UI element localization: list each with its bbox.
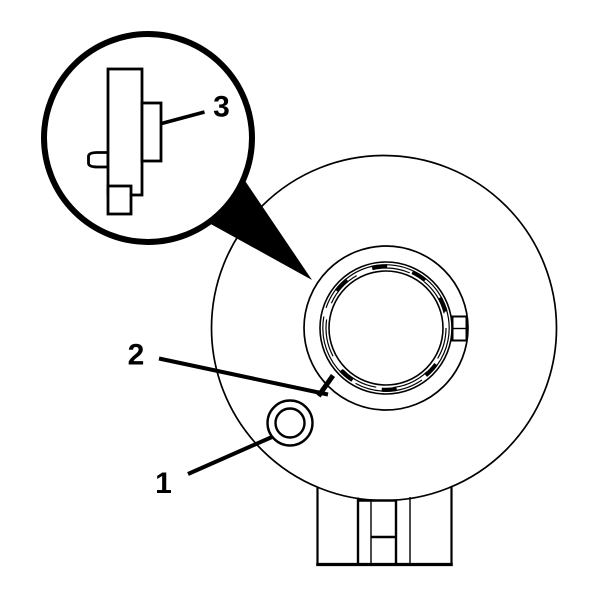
callout-1-leader-line <box>187 435 273 476</box>
line-art-root: 1 2 <box>41 31 558 567</box>
port-circle <box>266 399 314 447</box>
connector-lock-tab <box>140 101 163 163</box>
callout-3-leader-line <box>161 110 205 126</box>
ring-lug <box>424 363 438 377</box>
ring-lug <box>371 264 388 270</box>
bottom-connector <box>316 486 453 567</box>
callout-1: 1 <box>155 435 273 500</box>
callout-3: 3 <box>161 91 230 126</box>
ring-lug <box>339 368 354 382</box>
retaining-ring <box>303 245 469 411</box>
ring-outer-circle <box>303 245 469 411</box>
callout-3-label: 3 <box>213 91 230 124</box>
connector-left-pin <box>87 151 110 169</box>
connector-body <box>106 67 144 197</box>
bubble-pointer-triangle <box>208 181 312 280</box>
ring-lug <box>381 386 398 392</box>
callout-2-leader-line <box>158 356 329 397</box>
connector-bottom-foot <box>106 184 133 216</box>
main-body-circle <box>210 154 558 502</box>
ring-lug <box>334 278 349 293</box>
detail-bubble: 3 <box>41 31 312 280</box>
callout-2-end-tick <box>316 374 336 398</box>
callout-2: 2 <box>128 339 336 398</box>
ring-lug <box>437 296 448 313</box>
port-inner-circle <box>274 407 306 439</box>
connector-side-view <box>87 67 163 216</box>
ring-lug <box>411 270 427 282</box>
callout-1-label: 1 <box>155 467 172 500</box>
ring-inner-circle <box>328 270 444 386</box>
callout-2-label: 2 <box>128 339 145 372</box>
